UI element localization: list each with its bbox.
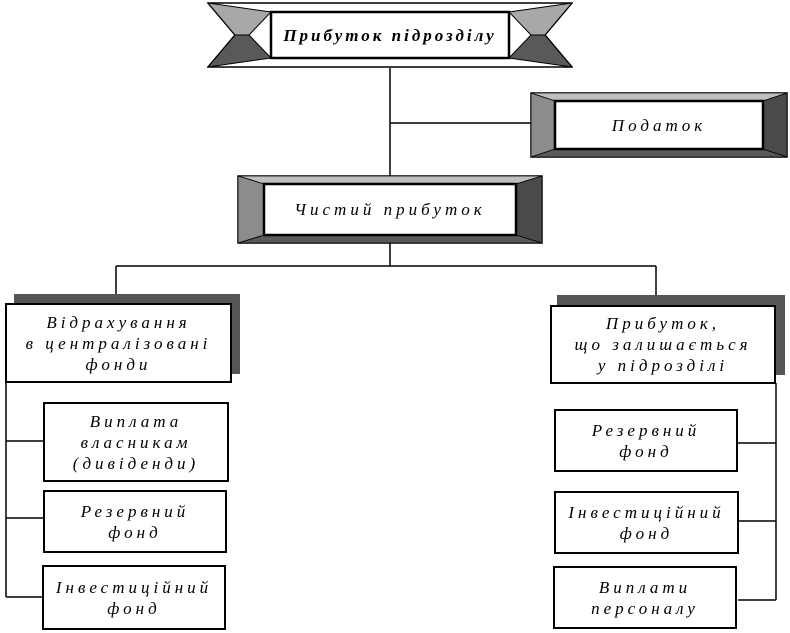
net-profit-label: Чистий прибуток: [294, 200, 486, 219]
root-node: Прибуток підрозділу: [207, 2, 573, 68]
tax-node: Податок: [530, 92, 788, 158]
left-item-reserve-fund: Резервний фонд: [43, 490, 227, 553]
left-item-reserve-fund-label: Резервний фонд: [80, 501, 190, 542]
right-item-reserve-fund-label: Резервний фонд: [591, 420, 701, 461]
right-item-staff-payments-label: Виплати персоналу: [591, 577, 699, 618]
right-item-staff-payments: Виплати персоналу: [553, 566, 737, 629]
left-item-investment-fund: Інвестиційний фонд: [42, 565, 226, 630]
left-branch-label: Відрахування в централізовані фонди: [25, 312, 212, 374]
root-label: Прибуток підрозділу: [283, 25, 497, 45]
right-item-investment-fund-label: Інвестиційний фонд: [568, 502, 725, 543]
right-branch-node: Прибуток, що залишається у підрозділі: [550, 305, 776, 384]
net-profit-node: Чистий прибуток: [237, 175, 543, 244]
right-item-reserve-fund: Резервний фонд: [554, 409, 738, 472]
right-branch-label: Прибуток, що залишається у підрозділі: [574, 314, 752, 375]
tax-frame: [530, 92, 788, 158]
tax-label: Податок: [611, 115, 707, 135]
left-item-dividends-label: Виплата власникам (дивіденди): [72, 411, 200, 473]
left-item-dividends: Виплата власникам (дивіденди): [43, 402, 229, 482]
net-profit-frame: [237, 175, 543, 244]
right-item-investment-fund: Інвестиційний фонд: [554, 491, 739, 554]
root-ribbon-shape: [207, 2, 573, 68]
left-branch-node: Відрахування в централізовані фонди: [5, 303, 232, 383]
left-item-investment-fund-label: Інвестиційний фонд: [55, 577, 213, 618]
